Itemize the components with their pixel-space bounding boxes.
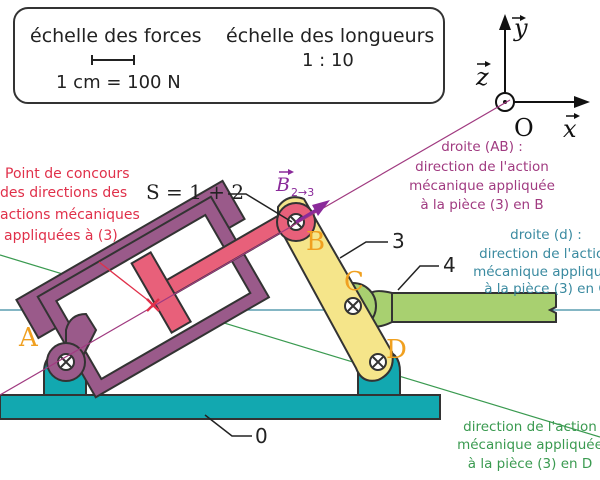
- svg-text:mécanique appliquée: mécanique appliquée: [457, 437, 600, 453]
- d-annotation: droite (d) : direction de l'action mécan…: [473, 227, 600, 297]
- point-D-label: D: [386, 335, 407, 365]
- part-4-label: 4: [443, 253, 456, 277]
- joint-D: [369, 353, 387, 371]
- svg-text:Point de concours: Point de concours: [5, 166, 129, 182]
- part-3-lever: [277, 196, 394, 382]
- point-B-label: B: [306, 227, 325, 257]
- axis-x-label: x: [563, 115, 577, 143]
- point-labels: A B C D: [18, 227, 407, 365]
- concourse-leader: [98, 261, 150, 302]
- system-label: S = 1 + 2: [146, 180, 244, 204]
- svg-text:droite (d) :: droite (d) :: [510, 227, 582, 243]
- svg-text:appliquées à (3): appliquées à (3): [4, 228, 118, 244]
- axis-y-label: y: [513, 14, 528, 42]
- force-label: B: [275, 174, 290, 196]
- point-C-label: C: [344, 267, 364, 297]
- part-3-label: 3: [392, 229, 405, 253]
- part-0-label: 0: [255, 424, 268, 448]
- system-leader: [228, 193, 293, 223]
- svg-text:à la pièce (3) en D: à la pièce (3) en D: [468, 456, 593, 472]
- forces-scale-value: 1 cm = 100 N: [56, 72, 181, 93]
- svg-text:droite (AB) :: droite (AB) :: [441, 139, 523, 155]
- svg-text:à la pièce (3) en B: à la pièce (3) en B: [420, 197, 543, 213]
- direction-line-AB: [0, 99, 511, 396]
- origin-label: O: [514, 114, 534, 142]
- D-annotation: direction de l'action mécanique appliqué…: [457, 419, 600, 472]
- lengths-scale-title: échelle des longueurs: [226, 25, 434, 47]
- lengths-scale-value: 1 : 10: [302, 50, 354, 71]
- svg-text:actions mécaniques: actions mécaniques: [0, 207, 140, 223]
- svg-text:à la pièce (3) en C: à la pièce (3) en C: [484, 281, 600, 297]
- svg-text:des directions des: des directions des: [0, 185, 127, 201]
- svg-text:direction de l'action: direction de l'action: [479, 246, 600, 262]
- axis-z-label: z: [475, 63, 489, 91]
- point-A-label: A: [18, 323, 39, 353]
- svg-text:mécanique appliquée: mécanique appliquée: [409, 178, 555, 194]
- forces-scale-title: échelle des forces: [30, 25, 202, 47]
- concourse-annotation: Point de concours des directions des act…: [0, 166, 140, 244]
- force-vector-B23: [295, 200, 330, 224]
- svg-text:direction de l'action: direction de l'action: [463, 419, 597, 435]
- force-label-sub: 2→3: [291, 186, 314, 199]
- AB-annotation: droite (AB) : direction de l'action méca…: [409, 139, 555, 213]
- svg-text:direction de l'action: direction de l'action: [415, 159, 549, 175]
- scale-box: échelle des forces 1 cm = 100 N échelle …: [13, 7, 445, 104]
- reference-axes: y z O x: [475, 14, 590, 143]
- joint-A: [46, 342, 86, 382]
- svg-text:mécanique appliquée: mécanique appliquée: [473, 264, 600, 280]
- joint-C: [344, 297, 362, 315]
